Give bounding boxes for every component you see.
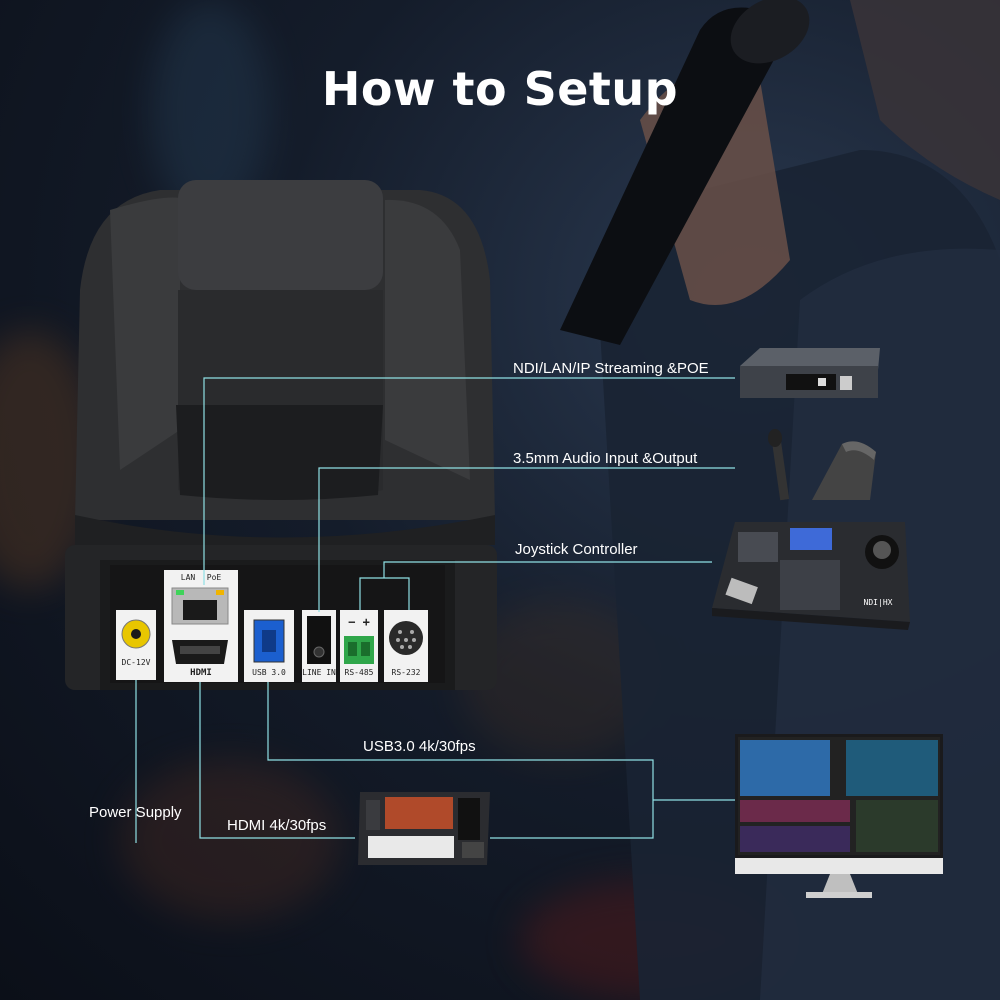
usb-port-label: USB 3.0 xyxy=(252,668,286,677)
hdmi-connection-label: HDMI 4k/30fps xyxy=(227,817,327,834)
background-bokeh xyxy=(120,760,340,920)
rs485-port-label: RS-485 xyxy=(344,668,374,677)
line-in-port-label: LINE IN xyxy=(302,668,336,677)
lan-port-label: LAN xyxy=(180,573,196,582)
poe-switch-device xyxy=(740,348,880,398)
ndi-hx-badge: NDI|HX xyxy=(863,598,893,607)
ndi-connection-label: NDI/LAN/IP Streaming &POE xyxy=(513,360,709,377)
video-switcher-device xyxy=(358,792,490,865)
usb-connection-label: USB3.0 4k/30fps xyxy=(363,738,476,755)
microphone-devices xyxy=(768,429,876,501)
hdmi-port-label: HDMI xyxy=(190,668,212,678)
power-supply-label: Power Supply xyxy=(89,804,182,821)
page-title: How to Setup xyxy=(321,62,679,116)
dc-port-label: DC-12V xyxy=(121,658,151,667)
rs485-polarity-label: − + xyxy=(348,615,370,629)
connection-lines xyxy=(135,377,735,843)
monitor-device xyxy=(735,734,943,898)
joystick-controller-device xyxy=(712,522,910,630)
port-panel xyxy=(110,565,445,683)
poe-port-label: PoE xyxy=(206,573,222,582)
audio-connection-label: 3.5mm Audio Input &Output xyxy=(513,450,698,467)
joystick-connection-label: Joystick Controller xyxy=(515,541,638,558)
rs232-port-label: RS-232 xyxy=(391,668,421,677)
